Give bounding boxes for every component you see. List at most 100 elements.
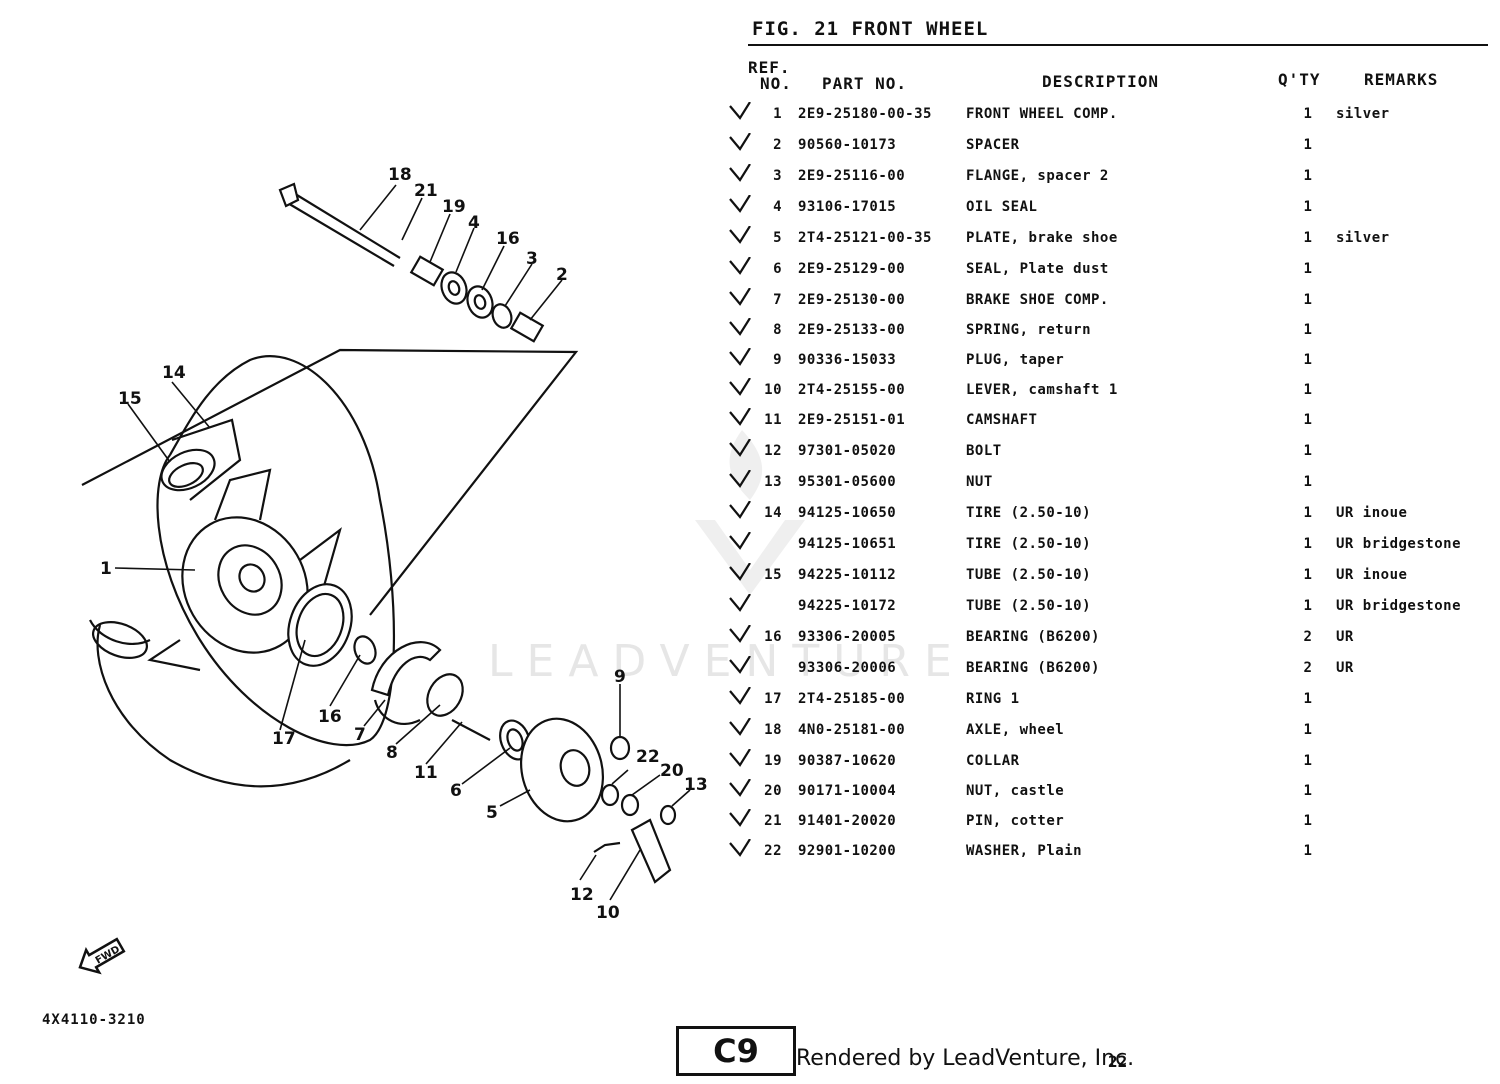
cell-description: SPACER <box>966 137 1020 153</box>
cell-part-no: 4N0-25181-00 <box>798 722 906 738</box>
callout-7: 7 <box>354 725 366 745</box>
check-mark-icon <box>729 408 751 426</box>
cell-part-no: 2E9-25151-01 <box>798 412 906 428</box>
figure-title: FIG. 21 FRONT WHEEL <box>752 18 989 40</box>
cell-quantity: 1 <box>1303 474 1313 490</box>
page-code-box: C9 <box>676 1026 796 1076</box>
check-mark-icon <box>729 718 751 736</box>
cell-part-no: 90336-15033 <box>798 352 897 368</box>
check-mark-icon <box>729 532 751 550</box>
cell-ref-no: 22 <box>764 843 782 859</box>
cell-quantity: 1 <box>1303 352 1313 368</box>
cell-description: BEARING (B6200) <box>966 660 1100 676</box>
column-header-part-no: PART NO. <box>822 74 908 93</box>
page-number: 22 <box>1108 1052 1128 1071</box>
check-mark-icon <box>729 563 751 581</box>
cell-description: CAMSHAFT <box>966 412 1038 428</box>
cell-quantity: 1 <box>1303 382 1313 398</box>
check-mark-icon <box>729 226 751 244</box>
callout-16-top: 16 <box>496 229 520 249</box>
cell-part-no: 92901-10200 <box>798 843 897 859</box>
cell-part-no: 90171-10004 <box>798 783 897 799</box>
cell-part-no: 94225-10172 <box>798 598 897 614</box>
callout-4: 4 <box>468 213 480 233</box>
cell-part-no: 93106-17015 <box>798 199 897 215</box>
watermark-text: LEADVENTURE <box>488 636 966 687</box>
check-mark-icon <box>729 378 751 396</box>
cell-ref-no: 14 <box>764 505 782 521</box>
check-mark-icon <box>729 470 751 488</box>
cell-ref-no: 12 <box>764 443 782 459</box>
cell-description: COLLAR <box>966 753 1020 769</box>
cell-ref-no: 2 <box>773 137 782 153</box>
cell-quantity: 1 <box>1303 505 1313 521</box>
cell-description: FRONT WHEEL COMP. <box>966 106 1118 122</box>
callout-12: 12 <box>570 885 594 905</box>
cell-part-no: 2T4-25185-00 <box>798 691 906 707</box>
cell-quantity: 1 <box>1303 783 1313 799</box>
check-mark-icon <box>729 195 751 213</box>
cell-quantity: 2 <box>1303 629 1313 645</box>
check-mark-icon <box>729 625 751 643</box>
rendered-by: Rendered by LeadVenture, Inc. <box>796 1046 1135 1071</box>
callout-19: 19 <box>442 197 466 217</box>
column-header-description: DESCRIPTION <box>1042 72 1159 91</box>
callout-5: 5 <box>486 803 498 823</box>
cell-description: TIRE (2.50-10) <box>966 536 1092 552</box>
cell-part-no: 2E9-25130-00 <box>798 292 906 308</box>
cell-quantity: 1 <box>1303 443 1313 459</box>
cell-quantity: 1 <box>1303 168 1313 184</box>
cell-part-no: 94125-10650 <box>798 505 897 521</box>
axle-parts <box>409 255 545 343</box>
cell-ref-no: 15 <box>764 567 782 583</box>
cell-part-no: 94125-10651 <box>798 536 897 552</box>
cell-remarks: silver <box>1336 106 1390 122</box>
cell-part-no: 2T4-25155-00 <box>798 382 906 398</box>
callout-15: 15 <box>118 389 142 409</box>
cell-description: AXLE, wheel <box>966 722 1065 738</box>
cell-quantity: 1 <box>1303 137 1313 153</box>
cell-part-no: 93306-20006 <box>798 660 897 676</box>
cell-ref-no: 20 <box>764 783 782 799</box>
callout-13: 13 <box>684 775 708 795</box>
cell-description: TUBE (2.50-10) <box>966 598 1092 614</box>
cell-ref-no: 8 <box>773 322 782 338</box>
cell-remarks: UR <box>1336 660 1354 676</box>
cell-description: LEVER, camshaft 1 <box>966 382 1118 398</box>
cell-description: BEARING (B6200) <box>966 629 1100 645</box>
check-mark-icon <box>729 288 751 306</box>
check-mark-icon <box>729 257 751 275</box>
check-mark-icon <box>729 164 751 182</box>
check-mark-icon <box>729 749 751 767</box>
cell-part-no: 91401-20020 <box>798 813 897 829</box>
cell-part-no: 94225-10112 <box>798 567 897 583</box>
cell-part-no: 90387-10620 <box>798 753 897 769</box>
callout-20: 20 <box>660 761 684 781</box>
cell-quantity: 1 <box>1303 722 1313 738</box>
cell-description: WASHER, Plain <box>966 843 1083 859</box>
cell-remarks: UR bridgestone <box>1336 536 1462 552</box>
cell-quantity: 1 <box>1303 753 1313 769</box>
axle <box>278 182 401 267</box>
callout-11: 11 <box>414 763 438 783</box>
cell-part-no: 97301-05020 <box>798 443 897 459</box>
check-mark-icon <box>729 318 751 336</box>
check-mark-icon <box>729 687 751 705</box>
callout-9: 9 <box>614 667 626 687</box>
check-mark-icon <box>729 656 751 674</box>
